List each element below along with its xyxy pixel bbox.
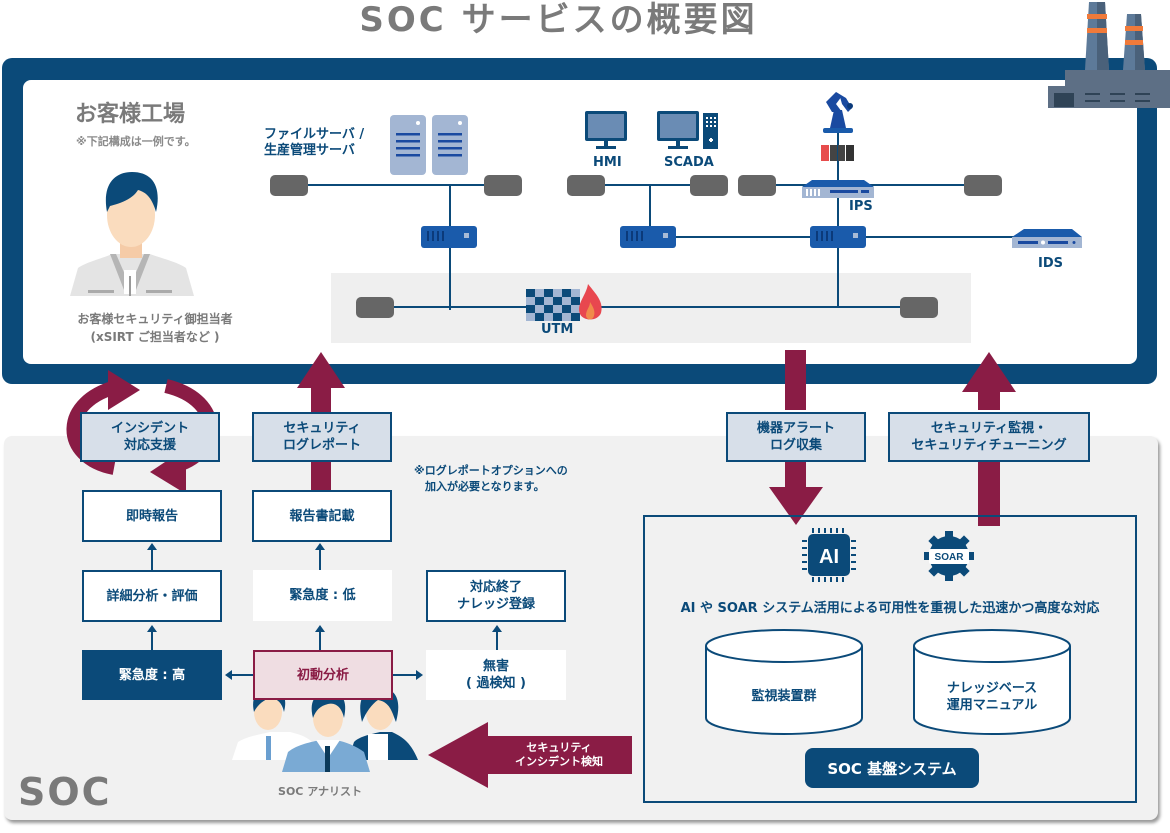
database-cylinders bbox=[705, 629, 1071, 735]
ids-appliance-icon bbox=[1012, 229, 1082, 248]
step-urgency-high: 緊急度 : 高 bbox=[82, 650, 222, 700]
factory-title: お客様工場 bbox=[75, 102, 186, 127]
monitoring-tuning-label: セキュリティ監視・ セキュリティチューニング bbox=[888, 412, 1090, 462]
scada-label: SCADA bbox=[664, 155, 714, 170]
file-server-label: ファイルサーバ / 生産管理サーバ bbox=[264, 127, 365, 158]
ids-label: IDS bbox=[1038, 256, 1063, 271]
maroon-arrows bbox=[297, 350, 1016, 788]
customer-person-icon bbox=[70, 172, 194, 296]
file-server-icon bbox=[390, 115, 468, 175]
utm-label: UTM bbox=[541, 322, 574, 337]
ips-appliance-icon bbox=[802, 180, 874, 198]
plc-icon bbox=[821, 145, 854, 161]
svg-text:SOAR: SOAR bbox=[935, 552, 965, 563]
incident-support-label: インシデント 対応支援 bbox=[80, 412, 220, 462]
step-immediate-report: 即時報告 bbox=[82, 490, 222, 542]
endpoint-nodes bbox=[270, 175, 1002, 318]
step-detailed-analysis: 詳細分析・評価 bbox=[82, 570, 222, 622]
customer-label-line1: お客様セキュリティ御担当者 bbox=[77, 312, 233, 326]
analyst-label: SOC アナリスト bbox=[278, 785, 362, 798]
ips-label: IPS bbox=[849, 199, 873, 214]
db-knowledge-base: ナレッジベース 運用マニュアル bbox=[946, 681, 1038, 713]
db-monitoring-devices: 監視装置群 bbox=[751, 689, 817, 704]
soc-analysts-icon bbox=[232, 688, 418, 772]
switch-icons bbox=[421, 226, 866, 248]
soc-label: SOC bbox=[18, 770, 112, 814]
utm-firewall-icon bbox=[526, 284, 602, 321]
log-report-note: ※ログレポートオプションへの 加入が必要となります。 bbox=[414, 464, 568, 493]
step-initial-analysis: 初動分析 bbox=[253, 650, 393, 700]
svg-text:AI: AI bbox=[819, 546, 839, 568]
hmi-monitor-icon bbox=[585, 111, 627, 149]
incident-detection-label: セキュリティ インシデント検知 bbox=[515, 741, 603, 768]
scada-monitor-icon bbox=[657, 111, 718, 149]
log-report-label: セキュリティ ログレポート bbox=[252, 412, 392, 462]
step-report-writing: 報告書記載 bbox=[252, 490, 392, 542]
soc-platform-badge: SOC 基盤システム bbox=[805, 748, 979, 788]
customer-label: お客様セキュリティ御担当者 (xSIRT ご担当者など ) bbox=[40, 310, 270, 346]
flow-arrows bbox=[147, 543, 502, 680]
step-close-knowledge: 対応終了 ナレッジ登録 bbox=[426, 570, 566, 622]
soar-gear-icon: SOAR bbox=[924, 531, 974, 581]
alert-collection-label: 機器アラート ログ収集 bbox=[726, 412, 866, 462]
step-harmless: 無害 ( 過検知 ) bbox=[426, 650, 566, 700]
customer-label-line2: (xSIRT ご担当者など ) bbox=[90, 330, 220, 344]
ai-soar-caption: AI や SOAR システム活用による可用性を重視した迅速かつ高度な対応 bbox=[680, 601, 1100, 616]
factory-note: ※下記構成は一例です。 bbox=[76, 135, 196, 148]
robot-arm-icon bbox=[823, 92, 853, 133]
hmi-label: HMI bbox=[593, 155, 622, 170]
ai-chip-icon: AI bbox=[802, 528, 856, 582]
diagram-title: SOC サービスの概要図 bbox=[359, 0, 758, 40]
factory-icon bbox=[1048, 2, 1170, 108]
soc-platform-box bbox=[643, 515, 1137, 803]
step-urgency-low: 緊急度 : 低 bbox=[253, 570, 392, 621]
